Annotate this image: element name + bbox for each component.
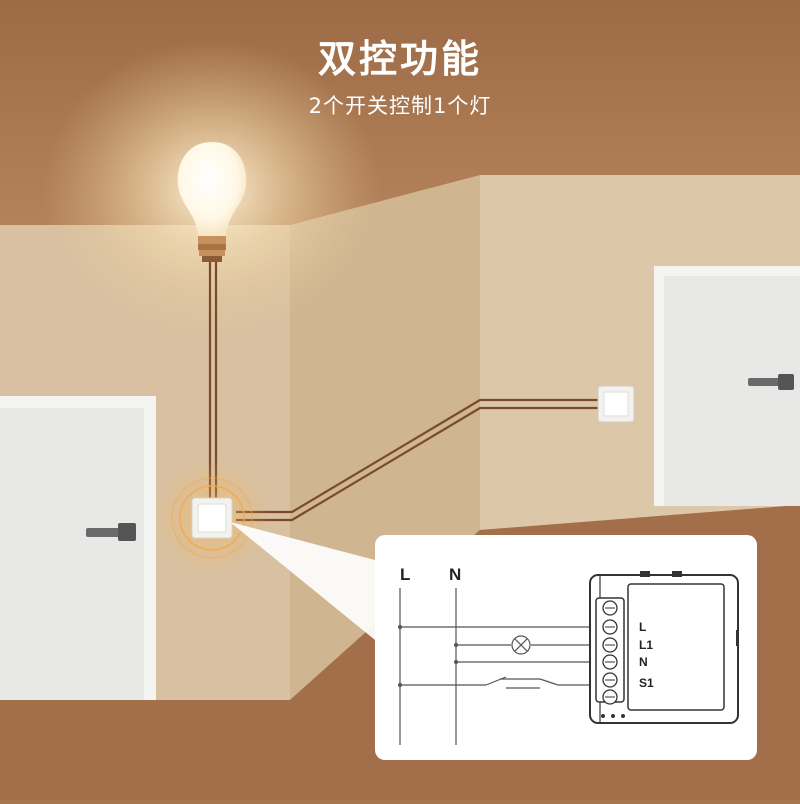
light-bulb-icon (177, 142, 247, 262)
lamp-symbol-icon (511, 635, 531, 655)
left-door[interactable] (0, 396, 156, 700)
terminal-label-s1: S1 (639, 676, 654, 690)
wall-switch-1[interactable] (191, 497, 233, 539)
smart-switch-module (589, 571, 739, 724)
right-door[interactable] (654, 266, 800, 506)
callout-pointer (230, 522, 375, 640)
terminal-label-l1: L1 (639, 638, 653, 652)
terminal-label-n: N (639, 655, 648, 669)
terminal-label-l: L (639, 620, 646, 634)
bus-label-n: N (449, 565, 461, 584)
page-subtitle: 2个开关控制1个灯 (308, 94, 492, 118)
wiring-diagram-panel: L N (375, 535, 757, 760)
page-title: 双控功能 (317, 37, 482, 81)
bus-label-l: L (400, 565, 410, 584)
wall-switch-2[interactable] (597, 385, 635, 423)
